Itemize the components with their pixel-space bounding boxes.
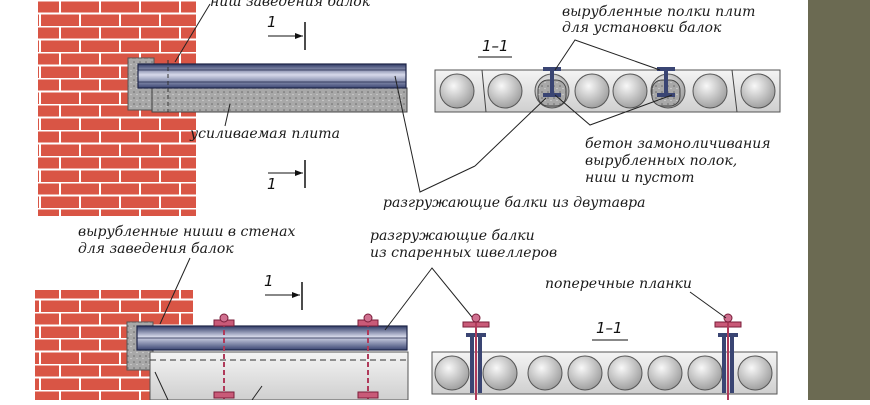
ibeam-top bbox=[137, 63, 407, 89]
section-mark-top-upper: 1 bbox=[267, 13, 277, 31]
slab-void bbox=[647, 355, 683, 391]
slab-void bbox=[607, 355, 643, 391]
leader-shelves bbox=[554, 39, 661, 71]
label-cut-shelves-2: для установки балок bbox=[562, 20, 722, 36]
section-arrowhead-top bbox=[295, 33, 303, 39]
slab-void bbox=[574, 73, 610, 109]
slab-void bbox=[740, 73, 776, 109]
slab-void bbox=[692, 73, 728, 109]
slab-void bbox=[737, 355, 773, 391]
slab-void bbox=[612, 73, 648, 109]
label-cut-shelves-1: вырубленные полки плит bbox=[562, 4, 756, 20]
leader-slab-bottom-1 bbox=[154, 371, 169, 401]
section-arrowhead-top-lower bbox=[295, 170, 303, 176]
label-ibeam: разгружающие балки из двутавра bbox=[383, 195, 646, 211]
leader-concrete bbox=[554, 94, 673, 126]
label-niches-1: вырубленные ниши в стенах bbox=[78, 224, 296, 240]
label-channels-1: разгружающие балки bbox=[370, 228, 535, 244]
slab-voids-bottom bbox=[434, 355, 773, 391]
channel-section-left bbox=[462, 313, 490, 400]
slab-void bbox=[527, 355, 563, 391]
leader-slab bbox=[224, 103, 231, 127]
slab-void bbox=[687, 355, 723, 391]
label-concrete-2: вырубленных полок, bbox=[585, 153, 738, 169]
channel-section-right bbox=[714, 313, 742, 400]
slab-void bbox=[487, 73, 523, 109]
bolt-left bbox=[213, 313, 235, 400]
label-concrete-1: бетон замоноличивания bbox=[585, 136, 771, 152]
section-mark-top-lower: 1 bbox=[267, 175, 277, 193]
section-arrowhead-bottom bbox=[292, 292, 300, 298]
label-niches-2: для заведения балок bbox=[78, 241, 234, 257]
slab-void bbox=[434, 355, 470, 391]
leader-crossbars bbox=[689, 291, 727, 319]
slab-void bbox=[567, 355, 603, 391]
section-mark-bottom: 1 bbox=[264, 272, 274, 290]
slide-side-panel bbox=[808, 0, 870, 400]
reinforced-slab-top bbox=[151, 87, 408, 113]
label-reinforced-slab: усиливаемая плита bbox=[190, 126, 340, 142]
section-title-top: 1–1 bbox=[482, 37, 509, 55]
slab-joint-2 bbox=[731, 69, 738, 113]
slab-void bbox=[482, 355, 518, 391]
label-concrete-3: ниш и пустот bbox=[585, 170, 695, 186]
label-beam-niche-cut: ниш заведения балок bbox=[210, 0, 371, 10]
leader-niches bbox=[159, 257, 191, 325]
slab-joint-1 bbox=[481, 69, 487, 113]
label-channels-2: из спаренных швеллеров bbox=[370, 245, 558, 261]
section-title-bottom: 1–1 bbox=[596, 319, 623, 337]
leader-niche bbox=[174, 3, 211, 63]
label-crossbars: поперечные планки bbox=[545, 276, 692, 292]
bolt-right bbox=[357, 313, 379, 400]
leader-slab-bottom-2 bbox=[251, 385, 263, 401]
leader-ibeam bbox=[394, 75, 476, 193]
slab-void bbox=[439, 73, 475, 109]
leader-channels bbox=[384, 267, 477, 331]
leader-ibeam-section bbox=[474, 97, 547, 167]
